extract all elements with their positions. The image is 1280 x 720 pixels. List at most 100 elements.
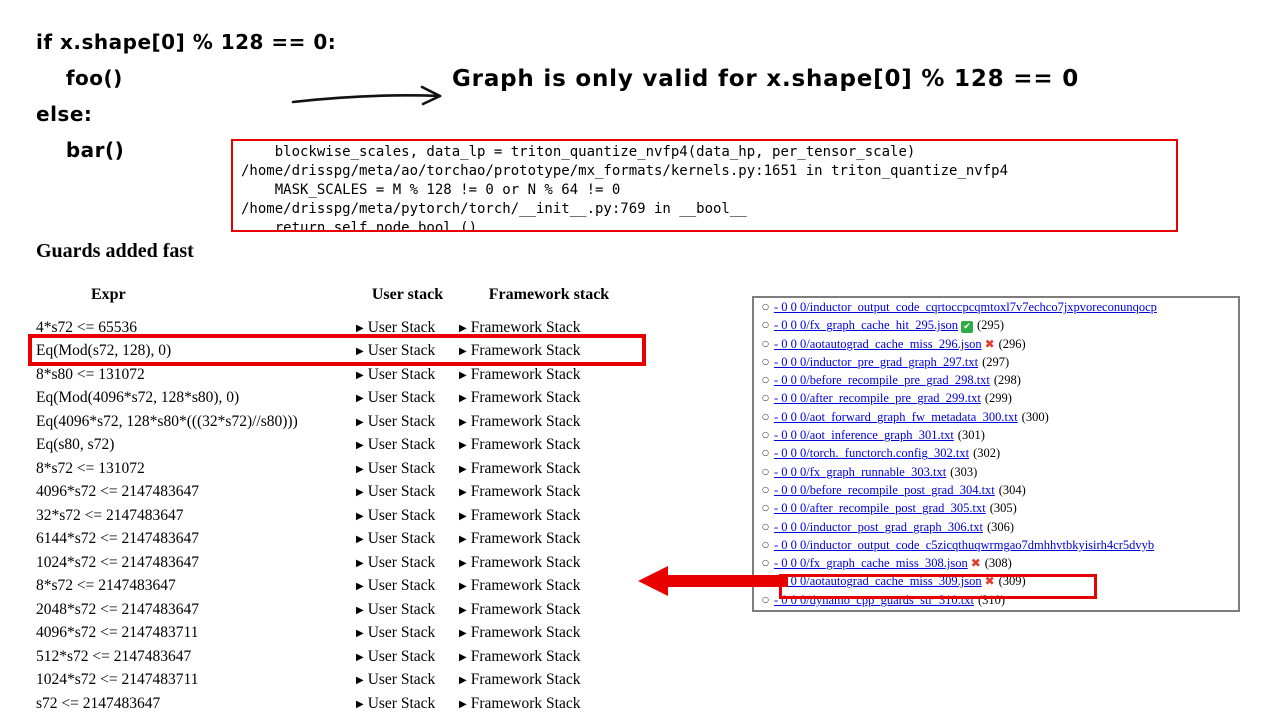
user-stack-toggle[interactable]: ▶User Stack bbox=[356, 648, 435, 665]
user-stack-toggle[interactable]: ▶User Stack bbox=[356, 671, 435, 688]
user-stack-toggle[interactable]: ▶User Stack bbox=[356, 319, 435, 336]
log-file-link[interactable]: - 0 0 0/inductor_post_grad_graph_306.txt bbox=[773, 519, 983, 534]
circle-bullet-icon: ○ bbox=[762, 302, 769, 311]
user-stack-toggle[interactable]: ▶User Stack bbox=[356, 436, 435, 453]
user-stack-label: User Stack bbox=[367, 694, 436, 712]
log-file-link[interactable]: - 0 0 0/before_recompile_post_grad_304.t… bbox=[773, 482, 995, 497]
user-stack-label: User Stack bbox=[367, 483, 436, 501]
log-file-link[interactable]: - 0 0 0/fx_graph_cache_hit_295.json bbox=[773, 318, 958, 333]
framework-stack-toggle[interactable]: ▶Framework Stack bbox=[459, 389, 580, 406]
user-stack-toggle[interactable]: ▶User Stack bbox=[356, 530, 435, 547]
user-stack-toggle[interactable]: ▶User Stack bbox=[356, 601, 435, 618]
disclosure-triangle-icon: ▶ bbox=[459, 651, 467, 663]
disclosure-triangle-icon: ▶ bbox=[356, 346, 364, 358]
log-file-item: ○ - 0 0 0/aot_inference_graph_301.txt(301… bbox=[762, 427, 1238, 445]
guard-row: Eq(Mod(s72, 128), 0) ▶User Stack ▶Framew… bbox=[36, 340, 639, 364]
log-file-link[interactable]: - 0 0 0/inductor_output_code_cqrtoccpcqm… bbox=[773, 300, 1157, 314]
user-stack-toggle[interactable]: ▶User Stack bbox=[356, 413, 435, 430]
log-file-item: ○- 0 0 0/inductor_output_code_c5zicqthuq… bbox=[762, 537, 1238, 555]
framework-stack-toggle[interactable]: ▶Framework Stack bbox=[459, 366, 580, 383]
log-file-link[interactable]: - 0 0 0/aotautograd_cache_miss_296.json bbox=[773, 336, 982, 351]
framework-stack-toggle[interactable]: ▶Framework Stack bbox=[459, 413, 580, 430]
log-file-link[interactable]: - 0 0 0/fx_graph_cache_miss_308.json bbox=[773, 556, 968, 571]
log-file-item: ○ - 0 0 0/inductor_output_code_cqrtoccpcq… bbox=[762, 299, 1238, 317]
disclosure-triangle-icon: ▶ bbox=[356, 675, 364, 687]
highlight-box-guard-row bbox=[28, 334, 646, 366]
user-stack-toggle[interactable]: ▶User Stack bbox=[356, 483, 435, 500]
framework-stack-toggle[interactable]: ▶Framework Stack bbox=[459, 436, 580, 453]
user-stack-toggle[interactable]: ▶User Stack bbox=[356, 342, 435, 359]
circle-bullet-icon: ○ bbox=[762, 448, 769, 458]
user-stack-toggle[interactable]: ▶User Stack bbox=[356, 507, 435, 524]
guard-expr: 8*s72 <= 2147483647 bbox=[36, 577, 176, 595]
framework-stack-label: Framework Stack bbox=[470, 483, 581, 501]
disclosure-triangle-icon: ▶ bbox=[356, 322, 364, 334]
log-file-number: (301) bbox=[957, 428, 985, 443]
user-stack-toggle[interactable]: ▶User Stack bbox=[356, 366, 435, 383]
framework-stack-label: Framework Stack bbox=[470, 577, 581, 595]
log-file-link[interactable]: - 0 0 0/aotautograd_cache_miss_309.json bbox=[773, 574, 982, 589]
user-stack-toggle[interactable]: ▶User Stack bbox=[356, 389, 435, 406]
circle-bullet-icon: ○ bbox=[762, 375, 769, 385]
disclosure-triangle-icon: ▶ bbox=[459, 628, 467, 640]
framework-stack-toggle[interactable]: ▶Framework Stack bbox=[459, 577, 580, 594]
framework-stack-toggle[interactable]: ▶Framework Stack bbox=[459, 601, 580, 618]
log-file-link[interactable]: - 0 0 0/after_recompile_post_grad_305.tx… bbox=[773, 501, 986, 516]
circle-bullet-icon: ○ bbox=[762, 466, 769, 476]
guard-expr: 8*s80 <= 131072 bbox=[36, 365, 145, 383]
framework-stack-toggle[interactable]: ▶Framework Stack bbox=[459, 695, 580, 712]
framework-stack-toggle[interactable]: ▶Framework Stack bbox=[459, 483, 580, 500]
guard-row: 8*s72 <= 131072 ▶User Stack ▶Framework S… bbox=[36, 457, 639, 481]
guard-expr: 32*s72 <= 2147483647 bbox=[36, 506, 184, 524]
guard-expr: s72 <= 2147483647 bbox=[36, 694, 161, 712]
framework-stack-toggle[interactable]: ▶Framework Stack bbox=[459, 342, 580, 359]
user-stack-toggle[interactable]: ▶User Stack bbox=[356, 460, 435, 477]
framework-stack-toggle[interactable]: ▶Framework Stack bbox=[459, 648, 580, 665]
disclosure-triangle-icon: ▶ bbox=[356, 369, 364, 381]
log-file-link[interactable]: - 0 0 0/inductor_output_code_c5zicqthuqw… bbox=[773, 537, 1155, 552]
disclosure-triangle-icon: ▶ bbox=[459, 698, 467, 710]
framework-stack-toggle[interactable]: ▶Framework Stack bbox=[459, 460, 580, 477]
disclosure-triangle-icon: ▶ bbox=[356, 534, 364, 546]
framework-stack-label: Framework Stack bbox=[470, 600, 581, 618]
guard-row: 8*s80 <= 131072 ▶User Stack ▶Framework S… bbox=[36, 363, 639, 387]
log-file-link[interactable]: - 0 0 0/before_recompile_pre_grad_298.tx… bbox=[773, 373, 990, 388]
log-file-item: ○- 0 0 0/aot_forward_graph_fw_metadata_3… bbox=[762, 409, 1238, 427]
guard-expr: 512*s72 <= 2147483647 bbox=[36, 647, 192, 665]
framework-stack-toggle[interactable]: ▶Framework Stack bbox=[459, 319, 580, 336]
guards-table-body: 4*s72 <= 65536 ▶User Stack ▶Framework St… bbox=[36, 316, 639, 716]
circle-bullet-icon: ○ bbox=[762, 338, 769, 348]
guards-table: Expr User stack Framework stack 4*s72 <=… bbox=[36, 278, 639, 716]
disclosure-triangle-icon: ▶ bbox=[356, 440, 364, 452]
log-file-link[interactable]: - 0 0 0/compilation_metrics_311.html bbox=[774, 611, 963, 612]
user-stack-toggle[interactable]: ▶User Stack bbox=[356, 695, 435, 712]
user-stack-toggle[interactable]: ▶User Stack bbox=[356, 624, 435, 641]
log-file-link[interactable]: - 0 0 0/torch._functorch.config_302.txt bbox=[773, 446, 970, 461]
cross-icon: ✖ bbox=[970, 556, 981, 571]
framework-stack-toggle[interactable]: ▶Framework Stack bbox=[459, 554, 580, 571]
log-file-link[interactable]: - 0 0 0/inductor_pre_grad_graph_297.txt bbox=[773, 354, 979, 369]
disclosure-triangle-icon: ▶ bbox=[356, 393, 364, 405]
framework-stack-toggle[interactable]: ▶Framework Stack bbox=[459, 671, 580, 688]
framework-stack-toggle[interactable]: ▶Framework Stack bbox=[459, 507, 580, 524]
guard-row: 1024*s72 <= 2147483647 ▶User Stack ▶Fram… bbox=[36, 551, 639, 575]
log-file-link[interactable]: - 0 0 0/aot_inference_graph_301.txt bbox=[773, 428, 954, 443]
log-file-link[interactable]: - 0 0 0/fx_graph_runnable_303.txt bbox=[773, 464, 947, 479]
guard-expr: 1024*s72 <= 2147483711 bbox=[36, 671, 199, 689]
col-header-expr: Expr bbox=[91, 286, 126, 303]
log-file-link[interactable]: - 0 0 0/aot_forward_graph_fw_metadata_30… bbox=[773, 409, 1018, 424]
user-stack-toggle[interactable]: ▶User Stack bbox=[356, 554, 435, 571]
disclosure-triangle-icon: ▶ bbox=[459, 463, 467, 475]
disclosure-triangle-icon: ▶ bbox=[459, 369, 467, 381]
log-file-link[interactable]: - 0 0 0/after_recompile_pre_grad_299.txt bbox=[773, 391, 981, 406]
framework-stack-toggle[interactable]: ▶Framework Stack bbox=[459, 624, 580, 641]
user-stack-toggle[interactable]: ▶User Stack bbox=[356, 577, 435, 594]
guard-row: 32*s72 <= 2147483647 ▶User Stack ▶Framew… bbox=[36, 504, 639, 528]
log-file-number: (303) bbox=[950, 464, 978, 479]
guard-expr: 4096*s72 <= 2147483711 bbox=[36, 624, 199, 642]
circle-bullet-icon: ○ bbox=[762, 430, 769, 440]
user-stack-label: User Stack bbox=[367, 365, 436, 383]
log-file-number: (302) bbox=[973, 446, 1001, 461]
framework-stack-label: Framework Stack bbox=[470, 624, 581, 642]
framework-stack-toggle[interactable]: ▶Framework Stack bbox=[459, 530, 580, 547]
